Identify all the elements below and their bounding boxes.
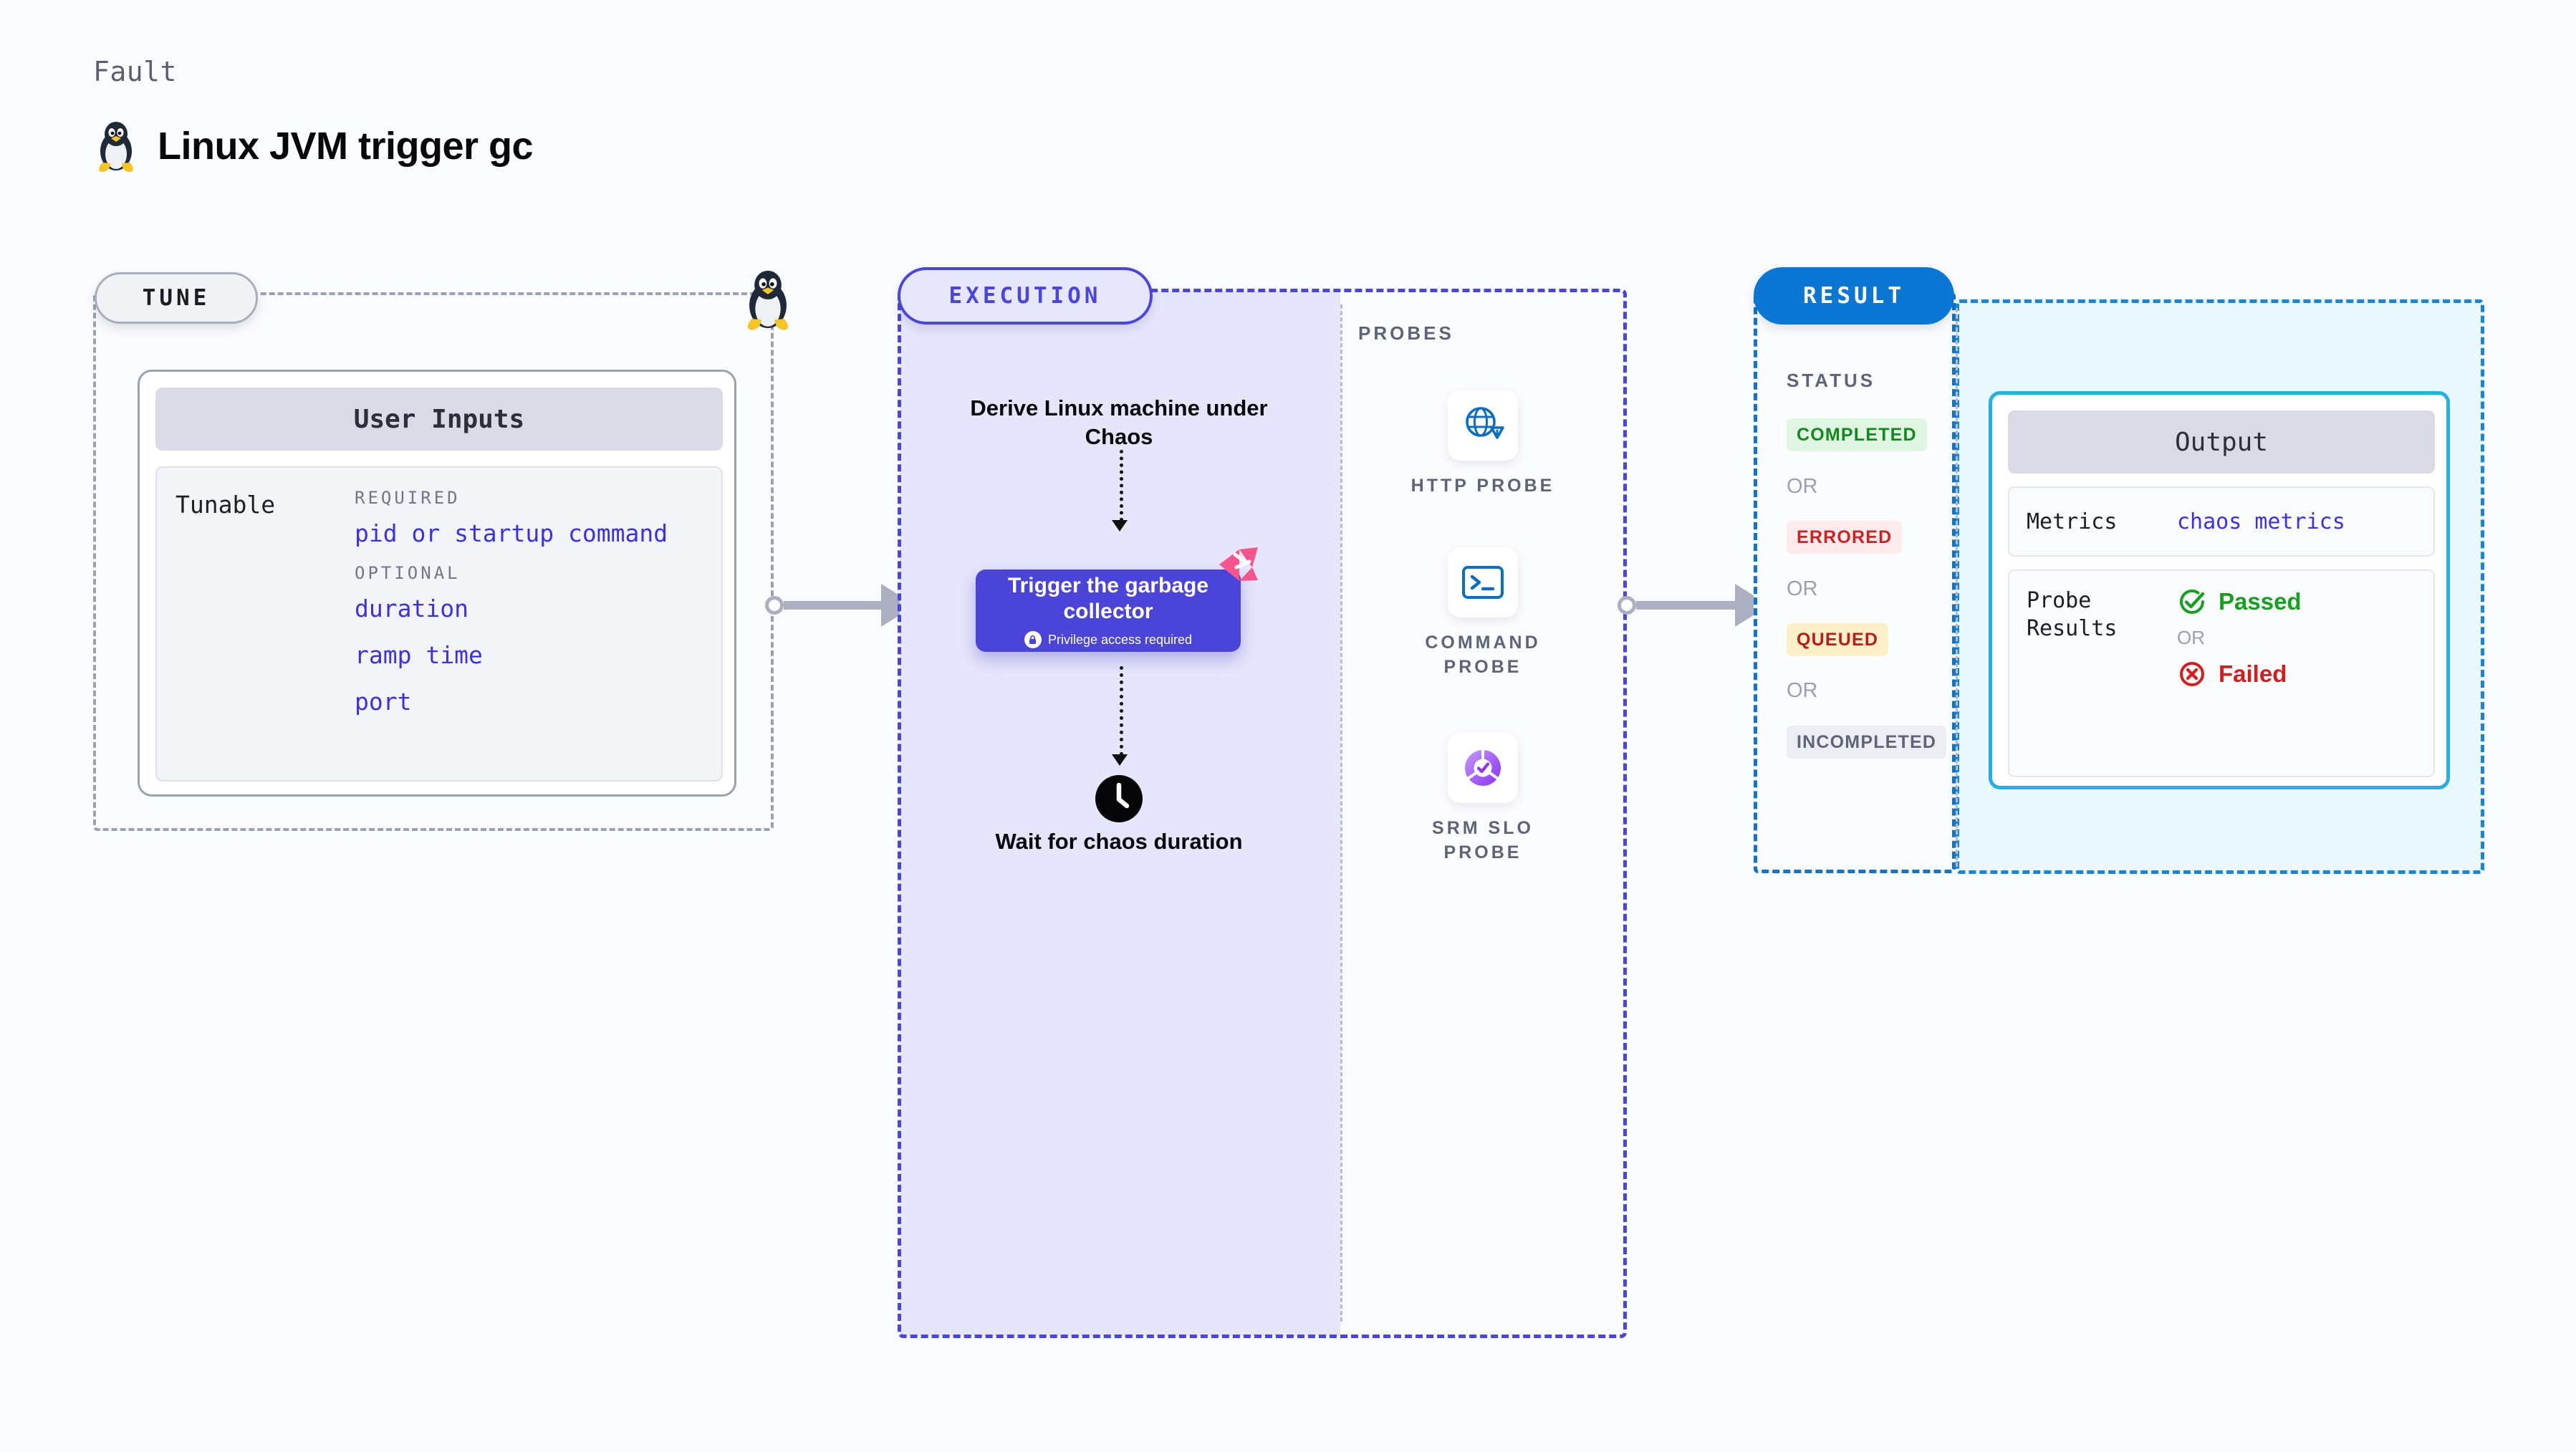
connector-line	[1636, 601, 1736, 610]
execution-node-title: Trigger the garbage collector	[1007, 574, 1209, 623]
probe-srm-slo-tile[interactable]	[1448, 733, 1518, 803]
page-kicker: Fault	[93, 56, 177, 87]
probe-http-label: HTTP PROBE	[1410, 476, 1555, 496]
tunable-item-pid[interactable]: pid or startup command	[355, 519, 668, 547]
tunable-label: Tunable	[176, 491, 276, 519]
execution-stage-pill[interactable]: EXECUTION	[898, 267, 1153, 324]
user-inputs-card: User Inputs Tunable REQUIRED pid or star…	[138, 370, 736, 797]
connector-execution-to-result	[1618, 584, 1769, 627]
probe-command-label: COMMAND PROBE	[1425, 633, 1541, 677]
output-divider	[1956, 308, 1958, 867]
terminal-icon	[1462, 566, 1504, 599]
tunable-item-ramp-time[interactable]: ramp time	[355, 641, 483, 669]
status-or-2: OR	[1787, 577, 1818, 600]
execution-panel	[898, 289, 1627, 1338]
probe-srm-slo[interactable]: SRM SLO PROBE	[1404, 733, 1562, 865]
probe-result-passed: Passed	[2177, 587, 2302, 617]
flow-dotted-line	[1120, 666, 1123, 756]
status-title: STATUS	[1787, 370, 1876, 391]
tunable-item-port[interactable]: port	[355, 688, 412, 716]
probes-title: PROBES	[1358, 322, 1454, 344]
output-card-title: Output	[2008, 410, 2435, 473]
connector-start-dot	[1618, 596, 1636, 615]
globe-warning-icon	[1466, 407, 1504, 439]
check-circle-icon	[2180, 589, 2205, 614]
execution-node-trigger-gc[interactable]: Trigger the garbage collector Privilege …	[976, 569, 1241, 652]
probe-command-tile[interactable]	[1448, 547, 1518, 617]
user-inputs-title: User Inputs	[155, 388, 723, 451]
probe-result-passed-label: Passed	[2219, 588, 2302, 615]
tunable-body: Tunable REQUIRED pid or startup command …	[155, 466, 723, 782]
status-badge-completed: COMPLETED	[1787, 418, 1927, 451]
arrow-down-icon	[1112, 520, 1128, 532]
status-badge-queued: QUEUED	[1787, 623, 1889, 656]
probes-divider	[1340, 304, 1342, 1322]
execution-node-subtitle-row: Privilege access required	[1024, 631, 1192, 648]
probe-results-values: Passed OR Failed	[2177, 587, 2302, 760]
probe-srm-slo-label: SRM SLO PROBE	[1432, 818, 1534, 862]
status-badge-errored: ERRORED	[1787, 521, 1903, 554]
execution-step-derive: Derive Linux machine under Chaos	[970, 395, 1268, 449]
tunable-list: REQUIRED pid or startup command OPTIONAL…	[355, 488, 668, 780]
status-or-3: OR	[1787, 679, 1818, 702]
clock-icon	[1095, 775, 1143, 822]
arrow-down-icon	[1112, 754, 1128, 766]
tux-penguin-icon	[747, 270, 789, 330]
lock-icon	[1024, 631, 1042, 648]
tunable-item-duration[interactable]: duration	[355, 595, 468, 622]
execution-node-subtitle: Privilege access required	[1047, 632, 1193, 647]
page-title-row: Linux JVM trigger gc	[93, 118, 534, 174]
probe-http-tile[interactable]	[1448, 390, 1518, 461]
metrics-value-link[interactable]: chaos metrics	[2177, 509, 2345, 534]
connector-tune-to-execution	[765, 584, 915, 627]
result-stage-pill[interactable]: RESULT	[1754, 267, 1954, 324]
tune-stage-pill[interactable]: TUNE	[95, 272, 258, 324]
output-card: Output Metrics chaos metrics Probe Resul…	[1989, 391, 2450, 789]
group-label-optional: OPTIONAL	[355, 563, 461, 583]
slo-donut-check-icon	[1465, 750, 1501, 786]
probe-results-key: Probe Results	[2027, 588, 2118, 641]
x-circle-icon	[2180, 662, 2204, 686]
litmus-chaos-icon	[1219, 547, 1258, 581]
status-or-1: OR	[1787, 475, 1818, 498]
page-title: Linux JVM trigger gc	[158, 125, 534, 168]
probe-command[interactable]: COMMAND PROBE	[1404, 547, 1562, 680]
flow-dotted-line	[1120, 450, 1123, 521]
metrics-key: Metrics	[2027, 509, 2118, 534]
probe-http[interactable]: HTTP PROBE	[1404, 390, 1562, 499]
connector-line	[784, 601, 883, 610]
group-label-required: REQUIRED	[355, 488, 461, 508]
output-row-metrics: Metrics chaos metrics	[2008, 486, 2435, 557]
probe-result-failed: Failed	[2177, 659, 2302, 689]
execution-step-wait: Wait for chaos duration	[995, 829, 1243, 854]
probe-result-failed-label: Failed	[2219, 660, 2287, 687]
status-badge-incompleted: INCOMPLETED	[1787, 726, 1947, 759]
probe-result-or: OR	[2177, 627, 2205, 648]
tux-penguin-icon	[99, 122, 133, 172]
output-row-probe-results: Probe Results Passed OR Failed	[2008, 569, 2435, 777]
connector-start-dot	[765, 596, 784, 615]
